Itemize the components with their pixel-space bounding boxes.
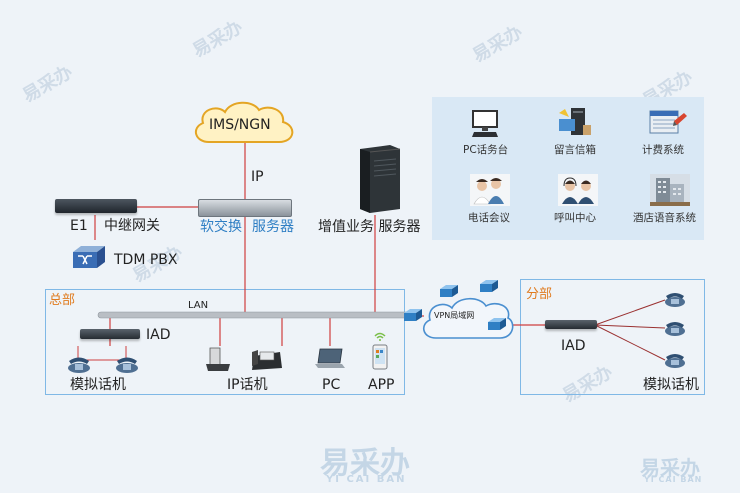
vas-server-label: 增值业务 服务器	[318, 219, 421, 235]
pc-label: PC	[322, 377, 341, 393]
wifi-icon	[374, 332, 386, 341]
router-icon	[440, 285, 458, 297]
smartphone-icon	[372, 344, 388, 370]
branch-box	[520, 279, 705, 395]
vpn-label: VPN局域网	[434, 311, 475, 320]
branch-label: 分部	[526, 287, 553, 302]
router-icon	[480, 280, 498, 292]
billing-icon	[649, 110, 687, 134]
e1-label: E1	[70, 218, 88, 234]
watermark-logo-corner-sub: YI CAI BAN	[644, 475, 703, 484]
laptop-icon	[315, 348, 345, 368]
analog-phone-icon	[116, 357, 138, 373]
hq-iad-label: IAD	[146, 327, 171, 343]
hq-analog-phone-label: 模拟话机	[70, 377, 126, 393]
service-label: PC话务台	[463, 144, 509, 156]
service-label: 呼叫中心	[554, 212, 596, 224]
ims-ngn-cloud	[194, 101, 294, 143]
watermark-logo-main-sub: YI CAI BAN	[326, 474, 407, 485]
conference-icon	[470, 174, 510, 206]
branch-iad-device	[545, 320, 597, 329]
app-label: APP	[368, 377, 395, 393]
analog-phone-icon	[68, 357, 90, 373]
ip-phone-icon	[206, 347, 230, 371]
hotel-voice-icon	[650, 174, 690, 206]
trunk-gateway-label: 中继网关	[104, 218, 160, 234]
tdm-pbx-icon	[73, 246, 105, 268]
softswitch-server	[198, 199, 292, 217]
vas-server-icon	[360, 145, 401, 213]
softswitch-label-a: 软交换	[200, 219, 242, 235]
hq-box	[45, 289, 405, 395]
ims-ngn-label: IMS/NGN	[209, 117, 271, 133]
ip-phone-icon	[252, 350, 282, 370]
pc-console-icon	[472, 110, 498, 137]
lan-label: LAN	[188, 300, 209, 311]
service-label: 计费系统	[642, 144, 684, 156]
router-icon	[488, 318, 506, 330]
analog-phone-icon	[665, 293, 685, 307]
trunk-gateway-device	[55, 199, 137, 213]
tdm-pbx-label: TDM PBX	[114, 252, 178, 268]
analog-phone-icon	[665, 322, 685, 336]
service-label: 电话会议	[468, 212, 510, 224]
voicemail-icon	[559, 108, 591, 135]
call-center-icon	[558, 174, 598, 206]
softswitch-label-b: 服务器	[252, 219, 294, 235]
router-icon	[404, 309, 422, 321]
branch-iad-label: IAD	[561, 338, 586, 354]
ip-phone-label: IP话机	[227, 377, 268, 393]
hq-label: 总部	[49, 293, 76, 308]
service-label: 留言信箱	[554, 144, 596, 156]
watermark-logo-main: 易采办	[320, 446, 410, 481]
analog-phone-icon	[665, 354, 685, 368]
branch-analog-phone-label: 模拟话机	[643, 377, 699, 393]
hq-iad-device	[80, 329, 140, 339]
service-label: 酒店语音系统	[633, 212, 696, 224]
watermark-logo-corner: 易采办	[640, 456, 700, 480]
ip-label: IP	[251, 169, 264, 185]
